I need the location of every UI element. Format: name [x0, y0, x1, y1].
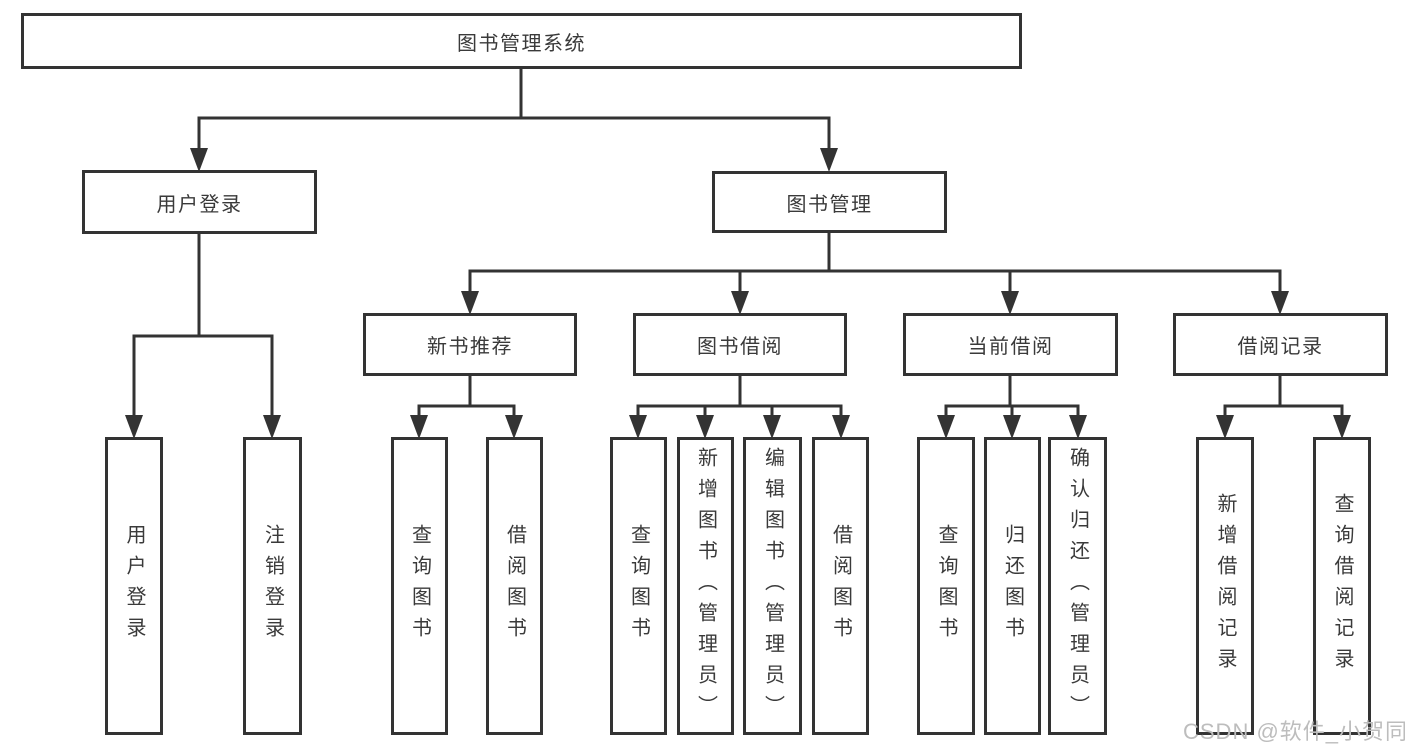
leaf-label: 新增借阅记录 [1214, 493, 1236, 679]
leaf-logout: 注销登录 [243, 437, 302, 735]
csdn-watermark: CSDN @软件_小贺同学 [1183, 719, 1405, 744]
node-book-management: 图书管理 [712, 171, 947, 233]
node-new-book-recommend: 新书推荐 [363, 313, 577, 376]
leaf-label: 注销登录 [261, 524, 284, 648]
node-borrowing-records: 借阅记录 [1173, 313, 1388, 376]
arrowhead-icons [125, 148, 1351, 439]
leaf-label: 编辑图书（管理员） [761, 446, 784, 726]
leaf-edit-book-admin: 编辑图书（管理员） [743, 437, 802, 735]
leaf-add-book-admin: 新增图书（管理员） [677, 437, 734, 735]
leaf-label: 用户登录 [123, 524, 145, 648]
leaf-return-book: 归还图书 [984, 437, 1041, 735]
leaf-borrow-books: 借阅图书 [812, 437, 869, 735]
leaf-label: 查询图书 [627, 524, 650, 648]
leaf-query-books-recommend: 查询图书 [391, 437, 448, 735]
node-user-login: 用户登录 [82, 170, 317, 234]
leaf-confirm-return-admin: 确认归还（管理员） [1048, 437, 1107, 735]
node-book-borrowing: 图书借阅 [633, 313, 847, 376]
leaf-query-books-borrow: 查询图书 [610, 437, 667, 735]
leaf-add-borrow-record: 新增借阅记录 [1196, 437, 1254, 735]
leaf-label: 借阅图书 [503, 524, 526, 648]
leaf-label: 借阅图书 [829, 524, 852, 648]
leaf-borrow-books-recommend: 借阅图书 [486, 437, 543, 735]
leaf-label: 查询借阅记录 [1331, 493, 1353, 679]
leaf-label: 归还图书 [1001, 524, 1024, 648]
node-current-borrowing: 当前借阅 [903, 313, 1118, 376]
leaf-label: 确认归还（管理员） [1066, 446, 1089, 726]
leaf-label: 查询图书 [408, 524, 431, 648]
leaf-query-borrow-record: 查询借阅记录 [1313, 437, 1371, 735]
leaf-label: 新增图书（管理员） [694, 446, 717, 726]
node-library-management-system: 图书管理系统 [21, 13, 1022, 69]
leaf-label: 查询图书 [935, 524, 957, 648]
leaf-query-books-current: 查询图书 [917, 437, 975, 735]
leaf-user-login: 用户登录 [105, 437, 163, 735]
